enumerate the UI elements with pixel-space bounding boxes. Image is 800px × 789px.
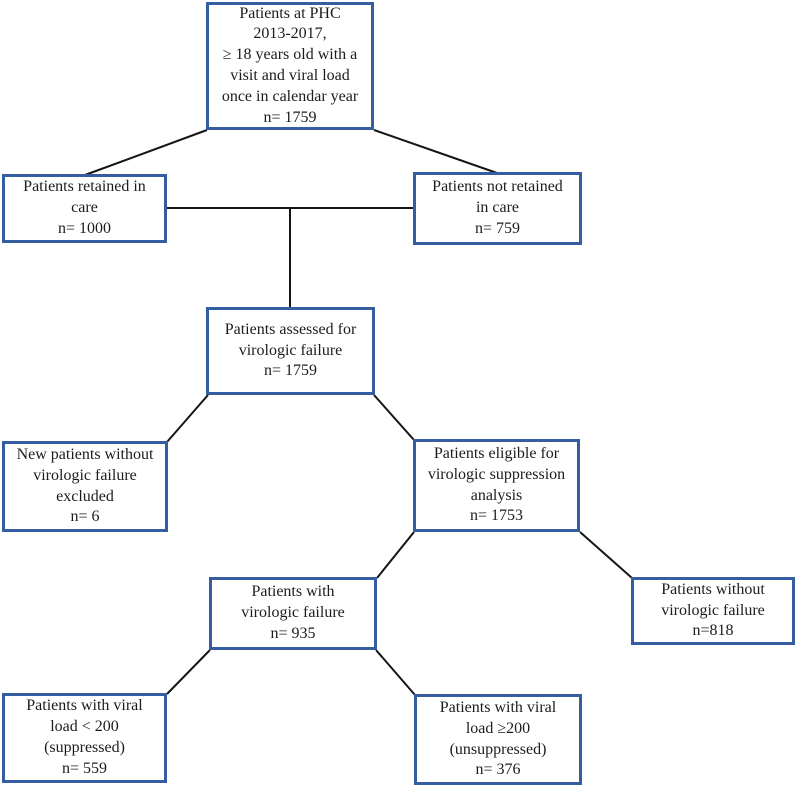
node-viral-load-suppressed: Patients with viral load < 200 (suppress… bbox=[2, 693, 167, 783]
connector-failure-to-suppressed bbox=[166, 649, 211, 695]
connector-phc-to-not-retained bbox=[373, 129, 498, 174]
connector-phc-to-retained bbox=[84, 129, 208, 176]
connector-assessed-to-excluded bbox=[166, 394, 209, 443]
connector-eligible-to-failure bbox=[376, 531, 415, 579]
node-eligible-suppression-analysis: Patients eligible for virologic suppress… bbox=[413, 439, 580, 532]
connector-failure-to-unsuppressed bbox=[375, 649, 416, 696]
node-not-retained-in-care: Patients not retained in care n= 759 bbox=[413, 172, 582, 245]
node-viral-load-unsuppressed: Patients with viral load ≥200 (unsuppres… bbox=[414, 694, 582, 785]
node-new-patients-excluded: New patients without virologic failure e… bbox=[2, 441, 168, 532]
node-assessed-virologic-failure: Patients assessed for virologic failure … bbox=[206, 307, 375, 395]
node-without-virologic-failure: Patients without virologic failure n=818 bbox=[631, 577, 795, 645]
node-with-virologic-failure: Patients with virologic failure n= 935 bbox=[209, 577, 377, 650]
connector-assessed-to-eligible bbox=[373, 394, 415, 441]
node-phc-patients: Patients at PHC 2013-2017, ≥ 18 years ol… bbox=[206, 2, 374, 130]
connector-eligible-to-no-failure bbox=[579, 531, 633, 579]
node-retained-in-care: Patients retained in care n= 1000 bbox=[2, 174, 167, 243]
